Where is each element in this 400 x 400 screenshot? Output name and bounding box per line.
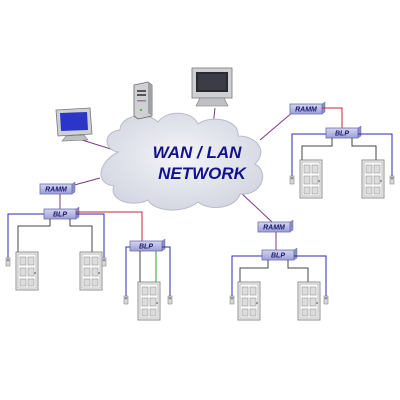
door-icon [299, 159, 323, 199]
cloud-label-line1: WAN / LAN [153, 143, 242, 162]
blp-device: BLP [325, 125, 362, 139]
blp-label: BLP [53, 212, 67, 219]
door-icon [15, 251, 39, 291]
card-reader-icon [229, 295, 235, 305]
server-tower-icon [133, 81, 153, 120]
blp-label: BLP [271, 253, 285, 260]
cloud-label-line2: NETWORK [158, 164, 248, 183]
blp-device: BLP [261, 247, 298, 261]
ramm-label: RAMM [263, 225, 285, 232]
access-cluster-top-right: RAMM BLP [289, 101, 395, 199]
card-reader-icon [389, 175, 395, 185]
blp-label: BLP [335, 131, 349, 138]
card-reader-icon [289, 175, 295, 185]
wan-lan-cloud: WAN / LAN NETWORK [100, 112, 264, 211]
access-cluster-left: RAMM BLP BLP [5, 181, 173, 321]
blp-device: BLP [43, 206, 80, 220]
door-icon [137, 281, 161, 321]
blp-device: BLP [129, 238, 166, 252]
card-reader-icon [123, 295, 129, 305]
blp-label: BLP [139, 244, 153, 251]
desktop-computer-icon [55, 107, 93, 142]
door-icon [79, 251, 103, 291]
ramm-label: RAMM [45, 187, 67, 194]
door-icon [237, 281, 261, 321]
card-reader-icon [5, 257, 11, 267]
access-cluster-bottom-right: RAMM BLP [229, 219, 329, 321]
door-icon [297, 281, 321, 321]
ramm-label: RAMM [295, 107, 317, 114]
ramm-device: RAMM [39, 181, 76, 195]
door-icon [361, 159, 385, 199]
ramm-device: RAMM [257, 219, 294, 233]
ramm-device: RAMM [289, 101, 326, 115]
desktop-computer-icon [191, 67, 233, 107]
card-reader-icon [323, 295, 329, 305]
card-reader-icon [101, 257, 107, 267]
card-reader-icon [167, 295, 173, 305]
